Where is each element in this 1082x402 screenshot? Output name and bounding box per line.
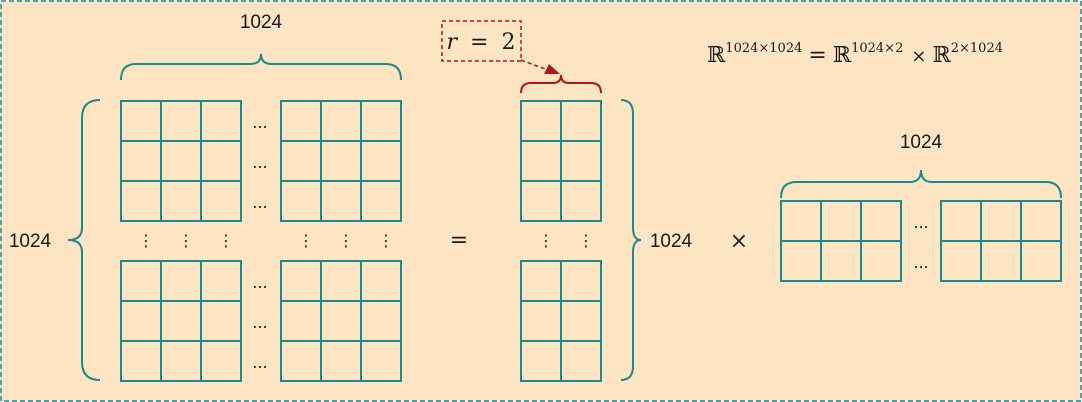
formula-a-r: ℝ (833, 43, 852, 68)
left-block-top-left (120, 100, 242, 222)
formula-lhs-r: ℝ (707, 43, 726, 68)
matrix-cell (1020, 240, 1062, 282)
vertical-ellipsis: ⋮ (378, 231, 394, 250)
middle-matrix-side-brace (620, 99, 642, 381)
vertical-ellipsis: ⋮ (298, 231, 314, 250)
horizontal-ellipsis: ... (913, 213, 928, 232)
rank-arrowhead (544, 64, 560, 74)
formula-a-exp: 1024×2 (851, 41, 903, 56)
vertical-ellipsis: ⋮ (218, 231, 234, 250)
matrix-cell (860, 240, 902, 282)
middle-block-top (520, 100, 602, 222)
matrix-cell (200, 340, 242, 382)
equals-sign: = (450, 228, 468, 253)
matrix-cell (560, 340, 602, 382)
left-matrix-side-brace (67, 99, 101, 381)
times-sign: × (730, 229, 748, 254)
vertical-ellipsis: ⋮ (538, 231, 554, 250)
vertical-ellipsis: ⋮ (178, 231, 194, 250)
formula-lhs-exp: 1024×1024 (725, 41, 802, 56)
dimension-formula: ℝ1024×1024=ℝ1024×2×ℝ2×1024 (707, 41, 1003, 68)
rank-arrow (520, 59, 550, 71)
rank-value: 2 (501, 30, 515, 55)
formula-b-r: ℝ (932, 43, 951, 68)
vertical-ellipsis: ⋮ (138, 231, 154, 250)
rank-box (441, 20, 522, 62)
matrix-cell (560, 180, 602, 222)
vertical-ellipsis: ⋮ (338, 231, 354, 250)
horizontal-ellipsis: ... (252, 313, 267, 332)
matrix-cell (360, 340, 402, 382)
left-block-top-right (280, 100, 402, 222)
left-block-bottom-left (120, 260, 242, 382)
formula-b-exp: 2×1024 (951, 41, 1003, 56)
right-block-right (940, 200, 1062, 282)
left-matrix: .................. ⋮ ⋮ ⋮ ⋮ ⋮ ⋮ (120, 100, 402, 382)
formula-times: × (911, 46, 926, 67)
horizontal-ellipsis: ... (252, 153, 267, 172)
matrix-cell (200, 180, 242, 222)
middle-block-bottom (520, 260, 602, 382)
rank-operator: = (470, 30, 488, 55)
horizontal-ellipsis: ... (252, 113, 267, 132)
matrix-cell (360, 180, 402, 222)
horizontal-ellipsis: ... (252, 273, 267, 292)
horizontal-ellipsis: ... (252, 353, 267, 372)
right-block-left (780, 200, 902, 282)
right-matrix-width-label: 1024 (900, 132, 943, 153)
middle-matrix-height-label: 1024 (650, 231, 693, 252)
left-matrix-top-brace (120, 53, 402, 81)
right-matrix: ...... (780, 200, 1062, 282)
left-matrix-height-label: 1024 (9, 231, 52, 252)
horizontal-ellipsis: ... (252, 193, 267, 212)
rank-variable: r (447, 30, 459, 55)
rank-label: r = 2 (447, 30, 516, 55)
rank-brace (520, 74, 602, 94)
left-matrix-width-label: 1024 (240, 12, 283, 33)
horizontal-ellipsis: ... (913, 253, 928, 272)
middle-matrix: ⋮⋮ (520, 100, 602, 382)
formula-equals: = (808, 43, 826, 68)
right-matrix-top-brace (780, 169, 1062, 199)
left-block-bottom-right (280, 260, 402, 382)
vertical-ellipsis: ⋮ (578, 231, 594, 250)
svg-text:ℝ1024×1024=ℝ1024×2×ℝ2×1024: ℝ1024×1024=ℝ1024×2×ℝ2×1024 (707, 41, 1003, 68)
